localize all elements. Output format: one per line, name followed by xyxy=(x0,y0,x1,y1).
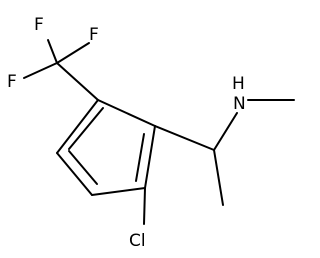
fluorine-label-right: F xyxy=(89,25,99,45)
bond-cf3-f-left xyxy=(23,62,58,79)
ring-bond-5-inner xyxy=(68,107,104,150)
ring-bond-3 xyxy=(91,187,146,196)
ring-bond-4 xyxy=(56,152,93,196)
bond-cf3-ring xyxy=(56,62,99,101)
ring-bond-2-inner xyxy=(135,133,145,182)
nitrogen-label: N xyxy=(233,94,246,114)
bond-ring-to-cl xyxy=(143,187,146,225)
fluorine-label-top: F xyxy=(34,15,44,35)
bond-cf3-f-right xyxy=(56,42,90,64)
chlorine-label: Cl xyxy=(129,231,146,251)
bond-ring-to-chiral-carbon xyxy=(154,125,215,151)
ring-bond-5 xyxy=(56,99,99,154)
fluorine-label-left: F xyxy=(7,72,17,92)
chemical-structure: F F F H N Cl xyxy=(7,15,295,251)
ring-bond-4-inner xyxy=(68,150,98,185)
hydrogen-label: H xyxy=(232,74,245,94)
bond-chiral-carbon-to-methyl xyxy=(213,149,224,206)
ring-bond-2 xyxy=(144,125,156,189)
ring-bond-1 xyxy=(97,99,156,127)
bond-chiral-carbon-to-n xyxy=(213,112,238,151)
bond-cf3-f-top xyxy=(47,39,58,64)
